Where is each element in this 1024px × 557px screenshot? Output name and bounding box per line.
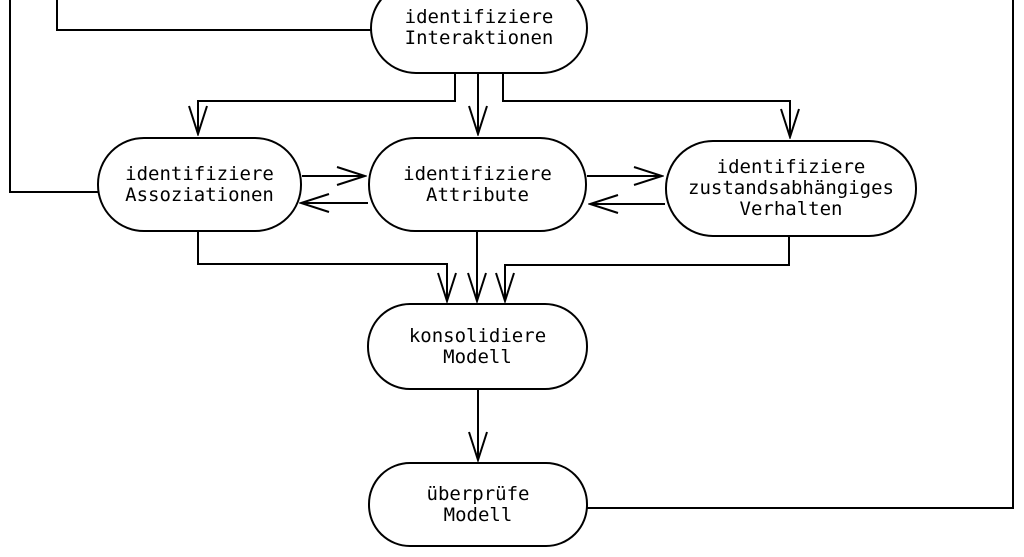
node-identify-associations: identifiziere Assoziationen [97, 137, 302, 232]
node-identify-interactions-label: identifiziere Interaktionen [404, 6, 554, 49]
node-consolidate-model-label: konsolidiere Modell [408, 324, 547, 368]
edge-assoziationen-konsolidiere [197, 231, 447, 301]
edge-interaktionen-verhalten [502, 73, 790, 137]
node-identify-attributes: identifiziere Attribute [368, 137, 587, 232]
node-identify-interactions: identifiziere Interaktionen [370, 0, 588, 74]
edge-interaktionen-assoziationen [198, 73, 456, 134]
edge-offscreen-to-interaktionen [56, 0, 371, 31]
node-identify-state-behavior: identifiziere zustandsabhängiges Verhalt… [665, 140, 917, 237]
edge-verhalten-konsolidiere [505, 236, 790, 301]
node-identify-associations-label: identifiziere Assoziationen [125, 162, 274, 206]
node-identify-attributes-label: identifiziere Attribute [403, 162, 552, 206]
node-verify-model: überprüfe Modell [368, 462, 588, 547]
node-consolidate-model: konsolidiere Modell [367, 303, 588, 390]
edge-offscreen-to-assoziationen [9, 0, 99, 193]
edge-ueberpruefe-to-offscreen [586, 0, 1014, 509]
node-identify-state-behavior-label: identifiziere zustandsabhängiges Verhalt… [688, 156, 894, 220]
node-verify-model-label: überprüfe Modell [426, 482, 530, 526]
